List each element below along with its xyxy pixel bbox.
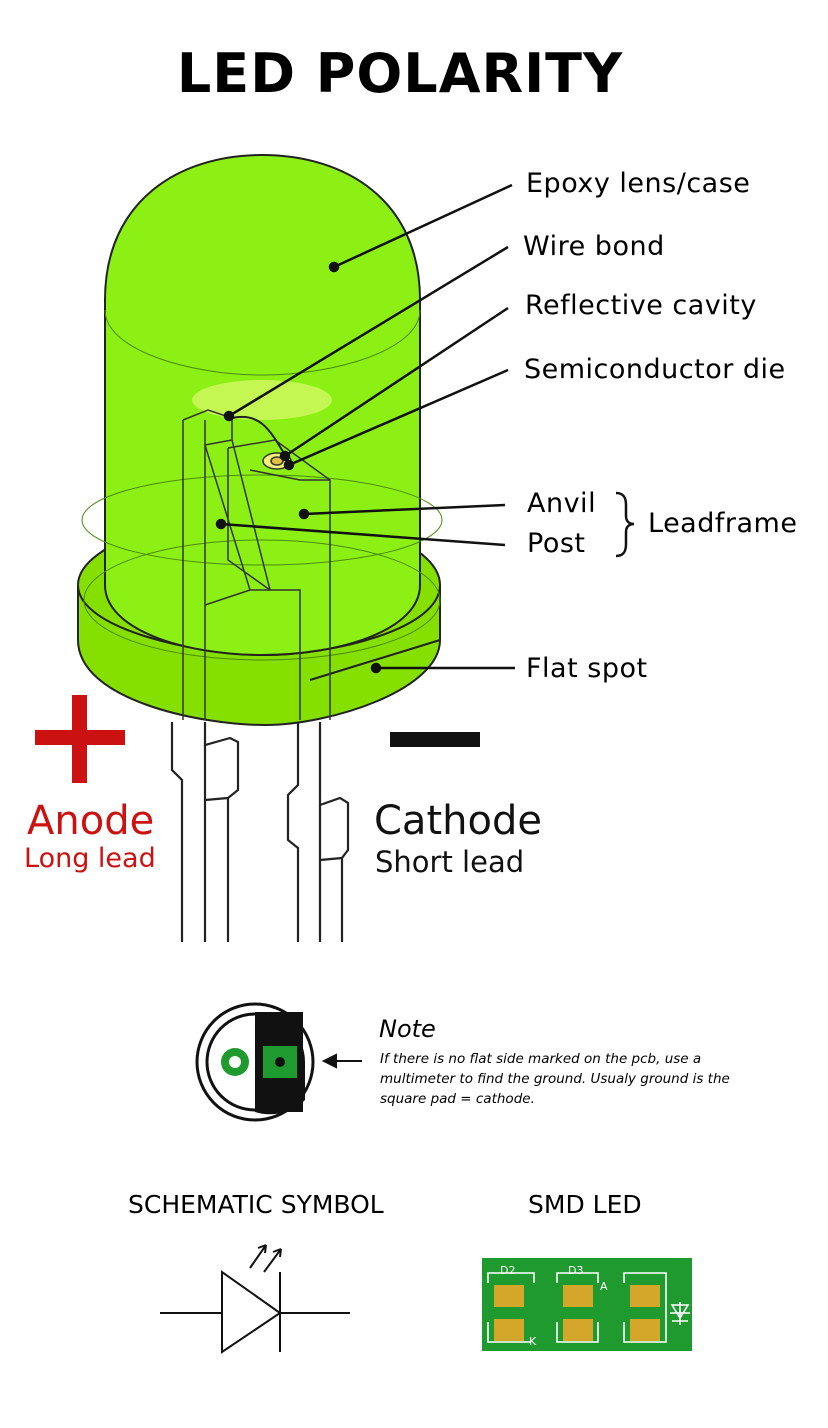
plus-sign-icon — [35, 695, 125, 783]
callout-leaders — [215, 183, 515, 674]
label-reflective-cavity: Reflective cavity — [525, 290, 757, 321]
smd-d3-label: D3 — [568, 1264, 583, 1277]
page-title: LED POLARITY — [176, 42, 624, 105]
leadframe-brace — [615, 491, 635, 558]
minus-sign-icon — [390, 732, 480, 747]
smd-a-mark: A — [600, 1280, 608, 1293]
label-flat-spot: Flat spot — [526, 653, 648, 684]
anode-title: Anode — [27, 798, 155, 844]
pcb-footprint-icon — [195, 1002, 315, 1122]
label-wire-bond: Wire bond — [523, 231, 665, 262]
smd-k-mark: K — [529, 1335, 537, 1348]
label-epoxy: Epoxy lens/case — [526, 168, 751, 199]
smd-d2-label: D2 — [500, 1264, 515, 1277]
cathode-title: Cathode — [374, 798, 542, 844]
label-leadframe: Leadframe — [648, 508, 798, 539]
cathode-subtitle: Short lead — [375, 845, 525, 879]
label-anvil: Anvil — [527, 488, 597, 519]
arrow-left-icon — [321, 1053, 362, 1069]
smd-pcb: D2 D3 A K — [482, 1258, 692, 1351]
note-title: Note — [379, 1015, 436, 1043]
led-leads — [170, 722, 350, 942]
label-semiconductor-die: Semiconductor die — [524, 354, 786, 385]
smd-led-label: SMD LED — [528, 1190, 642, 1219]
schematic-symbol-label: SCHEMATIC SYMBOL — [128, 1190, 384, 1219]
led-body — [77, 153, 443, 727]
label-post: Post — [527, 528, 586, 559]
diode-symbol-icon — [160, 1244, 350, 1354]
anode-subtitle: Long lead — [24, 843, 156, 874]
note-text: If there is no flat side marked on the p… — [380, 1051, 730, 1107]
